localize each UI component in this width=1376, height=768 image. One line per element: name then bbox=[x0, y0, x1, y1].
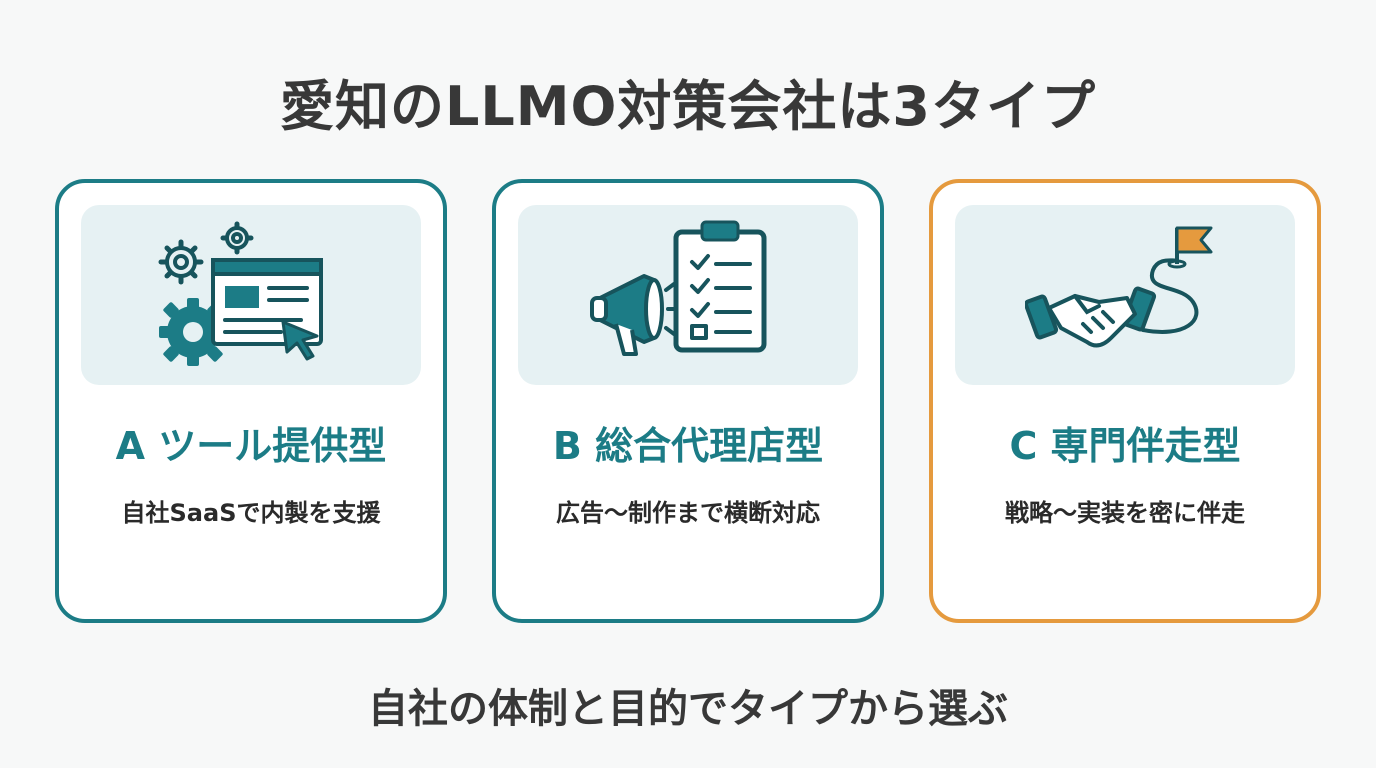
card-b-title: B 総合代理店型 bbox=[552, 424, 824, 468]
card-b-icon-panel bbox=[518, 205, 858, 385]
card-tool-provider: A ツール提供型 自社SaaSで内製を支援 bbox=[55, 179, 447, 623]
card-c-icon-panel bbox=[955, 205, 1295, 385]
card-b-description: 広告〜制作まで横断対応 bbox=[556, 499, 820, 527]
card-c-description: 戦略〜実装を密に伴走 bbox=[1005, 499, 1245, 527]
card-specialist-partner: C 専門伴走型 戦略〜実装を密に伴走 bbox=[929, 179, 1321, 623]
card-a-icon-panel bbox=[81, 205, 421, 385]
card-a-title: A ツール提供型 bbox=[115, 424, 387, 468]
page-title: 愛知のLLMO対策会社は3タイプ bbox=[279, 75, 1097, 138]
megaphone-clipboard-icon bbox=[590, 220, 767, 356]
card-c-title: C 専門伴走型 bbox=[1009, 424, 1241, 468]
card-a-description: 自社SaaSで内製を支援 bbox=[121, 499, 381, 527]
card-general-agency: B 総合代理店型 広告〜制作まで横断対応 bbox=[492, 179, 884, 623]
tool-gear-window-icon bbox=[158, 221, 323, 366]
footer-message: 自社の体制と目的でタイプから選ぶ bbox=[368, 686, 1008, 732]
handshake-flag-icon bbox=[1025, 226, 1213, 348]
